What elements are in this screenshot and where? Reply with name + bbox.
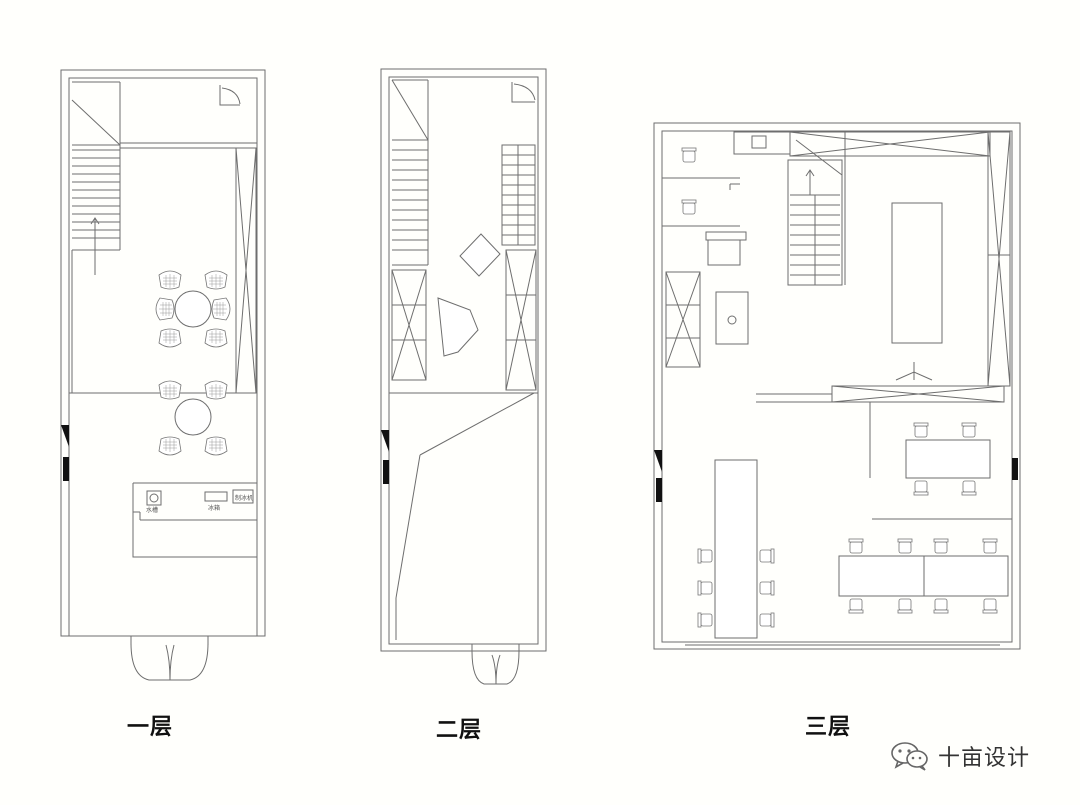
floor-3-plan bbox=[653, 122, 1021, 650]
floor-3-work-table-1 bbox=[838, 555, 925, 597]
floor-3-label: 三层 bbox=[805, 715, 852, 740]
floor-2-label: 二层 bbox=[436, 718, 483, 743]
wechat-icon bbox=[891, 742, 928, 771]
floor-2-wall-accents bbox=[381, 430, 389, 484]
floor-2-outer-wall bbox=[380, 68, 547, 652]
fixture-label-ice: 制冰机 bbox=[235, 495, 254, 502]
fixture-label-fridge: 冰箱 bbox=[208, 505, 221, 512]
floor-2-plan bbox=[380, 68, 547, 685]
floor-2-inner-wall bbox=[388, 76, 539, 645]
watermark-text: 十亩设计 bbox=[938, 746, 1031, 771]
floor-1-wall-accents bbox=[61, 425, 69, 481]
floor-1-stairs bbox=[71, 81, 121, 275]
fixture-label-sink: 水槽 bbox=[146, 507, 159, 514]
floor-1-label: 一层 bbox=[127, 715, 174, 740]
floor-3-meeting-table bbox=[905, 439, 991, 479]
floor-1-round-table-2 bbox=[174, 398, 212, 436]
watermark: 十亩设计 bbox=[890, 740, 1030, 772]
floor-3-kitchen-island bbox=[891, 202, 943, 344]
floor-1-plan bbox=[60, 69, 266, 681]
floor-3-wall-accents bbox=[654, 450, 1018, 502]
floor-3-work-table-2 bbox=[923, 555, 1009, 597]
floor-3-outer-wall bbox=[653, 122, 1021, 650]
floor-1-round-table-1 bbox=[174, 290, 212, 328]
floor-3-long-bench bbox=[714, 459, 758, 639]
floor-1-inner-wall bbox=[68, 77, 258, 637]
floor-1-outer-wall bbox=[60, 69, 266, 637]
floor-3-sink-island bbox=[715, 291, 749, 345]
